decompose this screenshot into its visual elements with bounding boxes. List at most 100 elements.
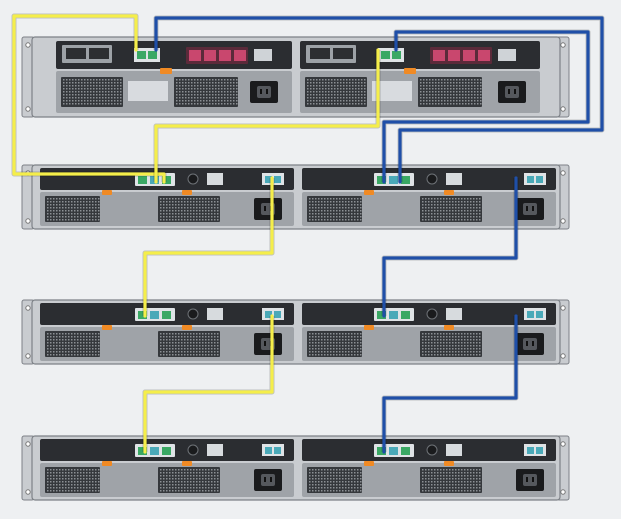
vent-hole [357, 336, 359, 338]
vent-hole [59, 354, 61, 356]
vent-hole [105, 103, 107, 105]
vent-hole [77, 342, 79, 344]
vent-hole [474, 97, 476, 99]
vent-hole [364, 103, 366, 105]
vent-hole [86, 487, 88, 489]
vent-hole [330, 339, 332, 341]
vent-hole [437, 469, 439, 471]
vent-hole [431, 487, 433, 489]
vent-hole [56, 207, 58, 209]
vent-hole [80, 351, 82, 353]
vent-hole [459, 82, 461, 84]
vent-hole [470, 204, 472, 206]
vent-hole [420, 82, 422, 84]
vent-hole [431, 348, 433, 350]
psu-vent [420, 467, 482, 493]
vent-hole [203, 88, 205, 90]
vent-hole [163, 342, 165, 344]
vent-hole [321, 475, 323, 477]
vent-hole [336, 339, 338, 341]
vent-hole [80, 342, 82, 344]
vent-hole [56, 342, 58, 344]
release-handle [160, 68, 172, 74]
vent-hole [214, 333, 216, 335]
vent-hole [339, 469, 341, 471]
vent-hole [182, 85, 184, 87]
vent-hole [208, 336, 210, 338]
vent-hole [342, 345, 344, 347]
vent-hole [455, 490, 457, 492]
vent-hole [443, 490, 445, 492]
vent-hole [425, 469, 427, 471]
vent-hole [194, 79, 196, 81]
vent-hole [318, 336, 320, 338]
vent-hole [211, 216, 213, 218]
vent-hole [80, 354, 82, 356]
sas-port [389, 447, 398, 455]
vent-hole [108, 85, 110, 87]
vent-hole [327, 345, 329, 347]
vent-hole [160, 339, 162, 341]
vent-hole [66, 94, 68, 96]
vent-hole [336, 481, 338, 483]
vent-hole [474, 82, 476, 84]
vent-hole [452, 216, 454, 218]
vent-hole [446, 210, 448, 212]
vent-hole [361, 79, 363, 81]
vent-hole [324, 207, 326, 209]
vent-hole [354, 472, 356, 474]
vent-hole [187, 490, 189, 492]
vent-hole [340, 85, 342, 87]
vent-hole [160, 216, 162, 218]
vent-hole [187, 198, 189, 200]
vent-hole [80, 198, 82, 200]
vent-hole [458, 354, 460, 356]
vent-hole [360, 469, 362, 471]
vent-hole [426, 91, 428, 93]
vent-hole [50, 348, 52, 350]
vent-hole [214, 484, 216, 486]
vent-hole [199, 469, 201, 471]
vent-hole [197, 88, 199, 90]
vent-hole [178, 487, 180, 489]
vent-hole [78, 94, 80, 96]
vent-hole [190, 210, 192, 212]
vent-hole [422, 219, 424, 221]
vent-hole [325, 100, 327, 102]
vent-hole [208, 469, 210, 471]
vent-hole [318, 204, 320, 206]
vent-hole [218, 97, 220, 99]
vent-hole [215, 100, 217, 102]
vent-hole [321, 201, 323, 203]
vent-hole [312, 210, 314, 212]
vent-hole [217, 475, 219, 477]
vent-hole [59, 210, 61, 212]
vent-hole [425, 490, 427, 492]
vent-hole [309, 210, 311, 212]
vent-hole [431, 484, 433, 486]
vent-hole [68, 345, 70, 347]
vent-hole [99, 82, 101, 84]
vent-hole [227, 91, 229, 93]
vent-hole [47, 213, 49, 215]
vent-hole [333, 336, 335, 338]
power-pin [264, 341, 266, 346]
vent-hole [56, 216, 58, 218]
vent-hole [197, 91, 199, 93]
vent-hole [309, 207, 311, 209]
vent-hole [464, 333, 466, 335]
vent-hole [464, 487, 466, 489]
vent-hole [449, 210, 451, 212]
vent-hole [327, 481, 329, 483]
vent-hole [86, 216, 88, 218]
vent-hole [105, 88, 107, 90]
vent-hole [425, 345, 427, 347]
vent-hole [169, 351, 171, 353]
vent-hole [163, 351, 165, 353]
vent-hole [351, 216, 353, 218]
vent-hole [193, 484, 195, 486]
vent-hole [357, 342, 359, 344]
vent-hole [190, 348, 192, 350]
vent-hole [443, 351, 445, 353]
vent-hole [78, 103, 80, 105]
